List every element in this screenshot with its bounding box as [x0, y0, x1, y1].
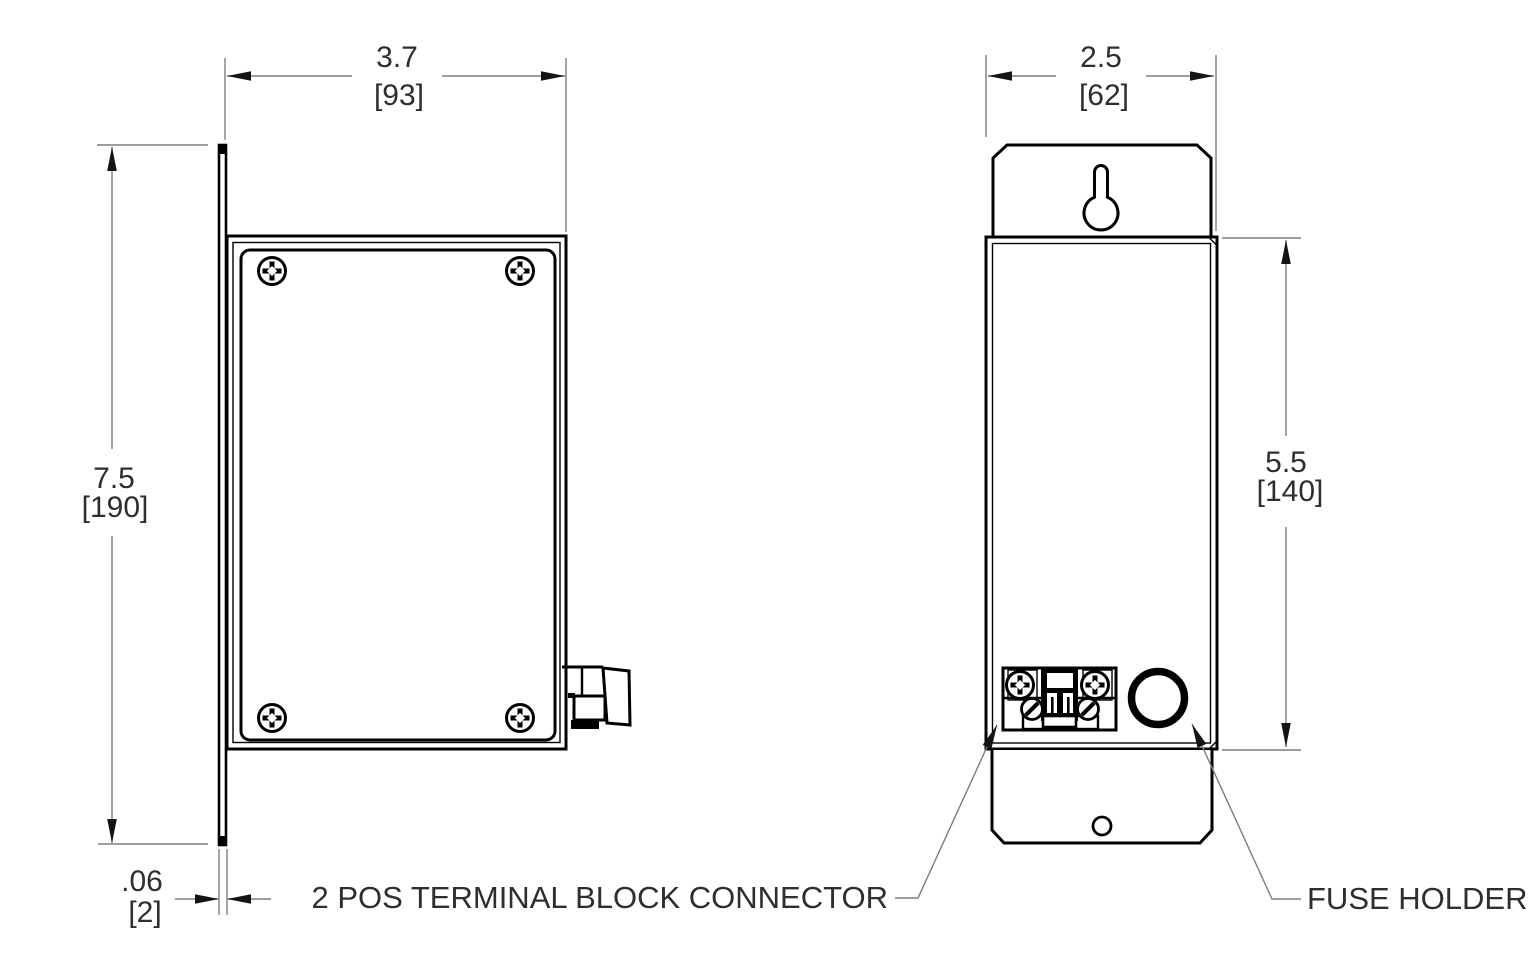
dim-front-height-in: 5.5	[1265, 446, 1307, 479]
dimension-front-width: 2.5 [62]	[985, 41, 1217, 231]
dim-arrow	[988, 71, 1012, 81]
callout-fuse-holder: FUSE HOLDER	[1187, 722, 1527, 916]
connector-step	[568, 693, 575, 698]
fold-mark-bottom	[1208, 741, 1217, 750]
dimension-flange-thickness: .06 [2]	[121, 849, 271, 929]
flange-bottom-cap	[218, 836, 227, 845]
screw-icon	[507, 258, 534, 285]
terminal-clamp	[1067, 697, 1070, 713]
fuse-holder-circle	[1127, 667, 1189, 729]
dim-front-height-mm: [140]	[1257, 475, 1324, 508]
dim-arrow	[1281, 723, 1291, 747]
cover-panel	[239, 248, 557, 742]
dim-front-width-in: 2.5	[1080, 41, 1122, 74]
dim-flange-in: .06	[121, 865, 163, 898]
dim-arrow	[1281, 240, 1291, 264]
screw-icon	[259, 258, 286, 285]
flange-top-cap	[218, 145, 227, 154]
dim-side-width-in: 3.7	[376, 41, 418, 74]
dim-side-height-in: 7.5	[93, 462, 135, 495]
enclosure-body-side-inner-line	[232, 241, 561, 744]
dim-arrow	[541, 71, 565, 81]
dim-arrow	[107, 819, 117, 843]
dim-arrow	[195, 894, 219, 904]
dim-side-height-mm: [190]	[82, 491, 149, 524]
terminal-foot	[1041, 714, 1078, 729]
screw-icon	[1082, 672, 1109, 699]
keyhole-slot	[1082, 164, 1120, 232]
side-view-enclosure	[217, 143, 632, 847]
dimension-front-height: 5.5 [140]	[1222, 237, 1324, 751]
dim-flange-mm: [2]	[128, 896, 161, 929]
connector-outer-block	[601, 666, 632, 727]
dim-arrow	[107, 147, 117, 171]
dim-arrow	[1190, 71, 1214, 81]
enclosure-body-front-inner-line	[991, 242, 1212, 744]
enclosure-body-front	[984, 235, 1219, 751]
terminal-clamp	[1051, 697, 1054, 713]
slotted-screw-icon	[1022, 699, 1043, 720]
side-connector	[562, 665, 632, 729]
terminal-block-label: 2 POS TERMINAL BLOCK CONNECTOR	[312, 880, 889, 915]
dimension-side-width: 3.7 [93]	[224, 41, 567, 232]
terminal-block	[1001, 666, 1118, 732]
slotted-screw-icon	[1078, 699, 1099, 720]
flap-hole	[1091, 815, 1113, 837]
dim-arrow	[227, 71, 251, 81]
fuse-holder-label: FUSE HOLDER	[1307, 881, 1527, 916]
screw-icon	[1007, 672, 1034, 699]
screw-icon	[507, 705, 534, 732]
terminal-window	[1047, 673, 1073, 688]
connector-foot	[571, 720, 599, 729]
front-view-enclosure	[984, 143, 1219, 845]
dimension-side-height: 7.5 [190]	[82, 144, 208, 845]
dim-side-width-mm: [93]	[374, 79, 424, 112]
connector-socket	[572, 694, 607, 722]
screw-icon	[259, 705, 286, 732]
dim-front-width-mm: [62]	[1079, 79, 1129, 112]
bottom-flap	[990, 750, 1214, 845]
dim-arrow	[227, 894, 251, 904]
callout-terminal-block: 2 POS TERMINAL BLOCK CONNECTOR	[312, 723, 1002, 915]
fold-mark-top	[1208, 237, 1217, 246]
mounting-flange-edge	[217, 143, 228, 847]
